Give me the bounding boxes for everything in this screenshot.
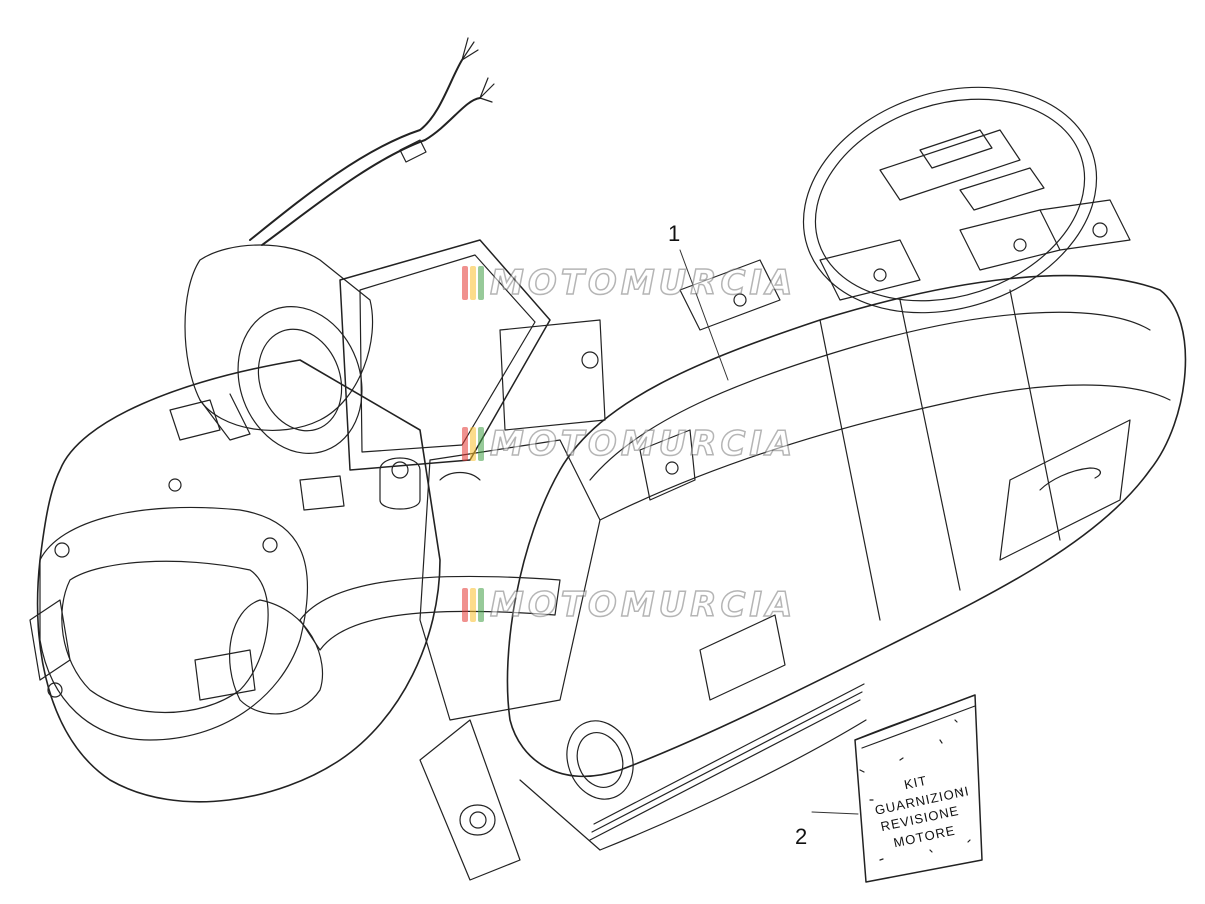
gasket-kit-bag bbox=[854, 694, 983, 883]
throttle-body bbox=[169, 244, 374, 455]
starter-motor bbox=[419, 719, 634, 881]
stripe-yellow bbox=[470, 266, 476, 300]
watermark-bottom: MOTOMURCIA bbox=[462, 584, 797, 626]
wiring-harness bbox=[249, 37, 495, 246]
watermark-stripes bbox=[462, 588, 484, 622]
stripe-yellow bbox=[470, 427, 476, 461]
callout-part-2: 2 bbox=[795, 824, 808, 849]
stripe-green bbox=[478, 588, 484, 622]
stripe-red bbox=[462, 427, 468, 461]
flywheel-cover bbox=[802, 86, 1098, 314]
stripe-red bbox=[462, 588, 468, 622]
stripe-green bbox=[478, 427, 484, 461]
watermark-top: MOTOMURCIA bbox=[462, 262, 797, 304]
stripe-green bbox=[478, 266, 484, 300]
watermark-stripes bbox=[462, 427, 484, 461]
transmission-case bbox=[506, 274, 1187, 851]
watermark-middle: MOTOMURCIA bbox=[462, 423, 797, 465]
cylinder-head bbox=[29, 359, 441, 803]
mounting-brackets bbox=[639, 199, 1131, 501]
engine-block bbox=[299, 319, 606, 721]
watermark-text: MOTOMURCIA bbox=[489, 423, 797, 465]
watermark-text: MOTOMURCIA bbox=[489, 262, 797, 304]
callout-leaders bbox=[679, 249, 859, 815]
callout-part-1: 1 bbox=[668, 221, 681, 246]
watermark-stripes bbox=[462, 266, 484, 300]
stripe-red bbox=[462, 266, 468, 300]
intake-pipe bbox=[194, 575, 561, 715]
stripe-yellow bbox=[470, 588, 476, 622]
watermark-text: MOTOMURCIA bbox=[489, 584, 797, 626]
ecu-box bbox=[339, 239, 551, 471]
